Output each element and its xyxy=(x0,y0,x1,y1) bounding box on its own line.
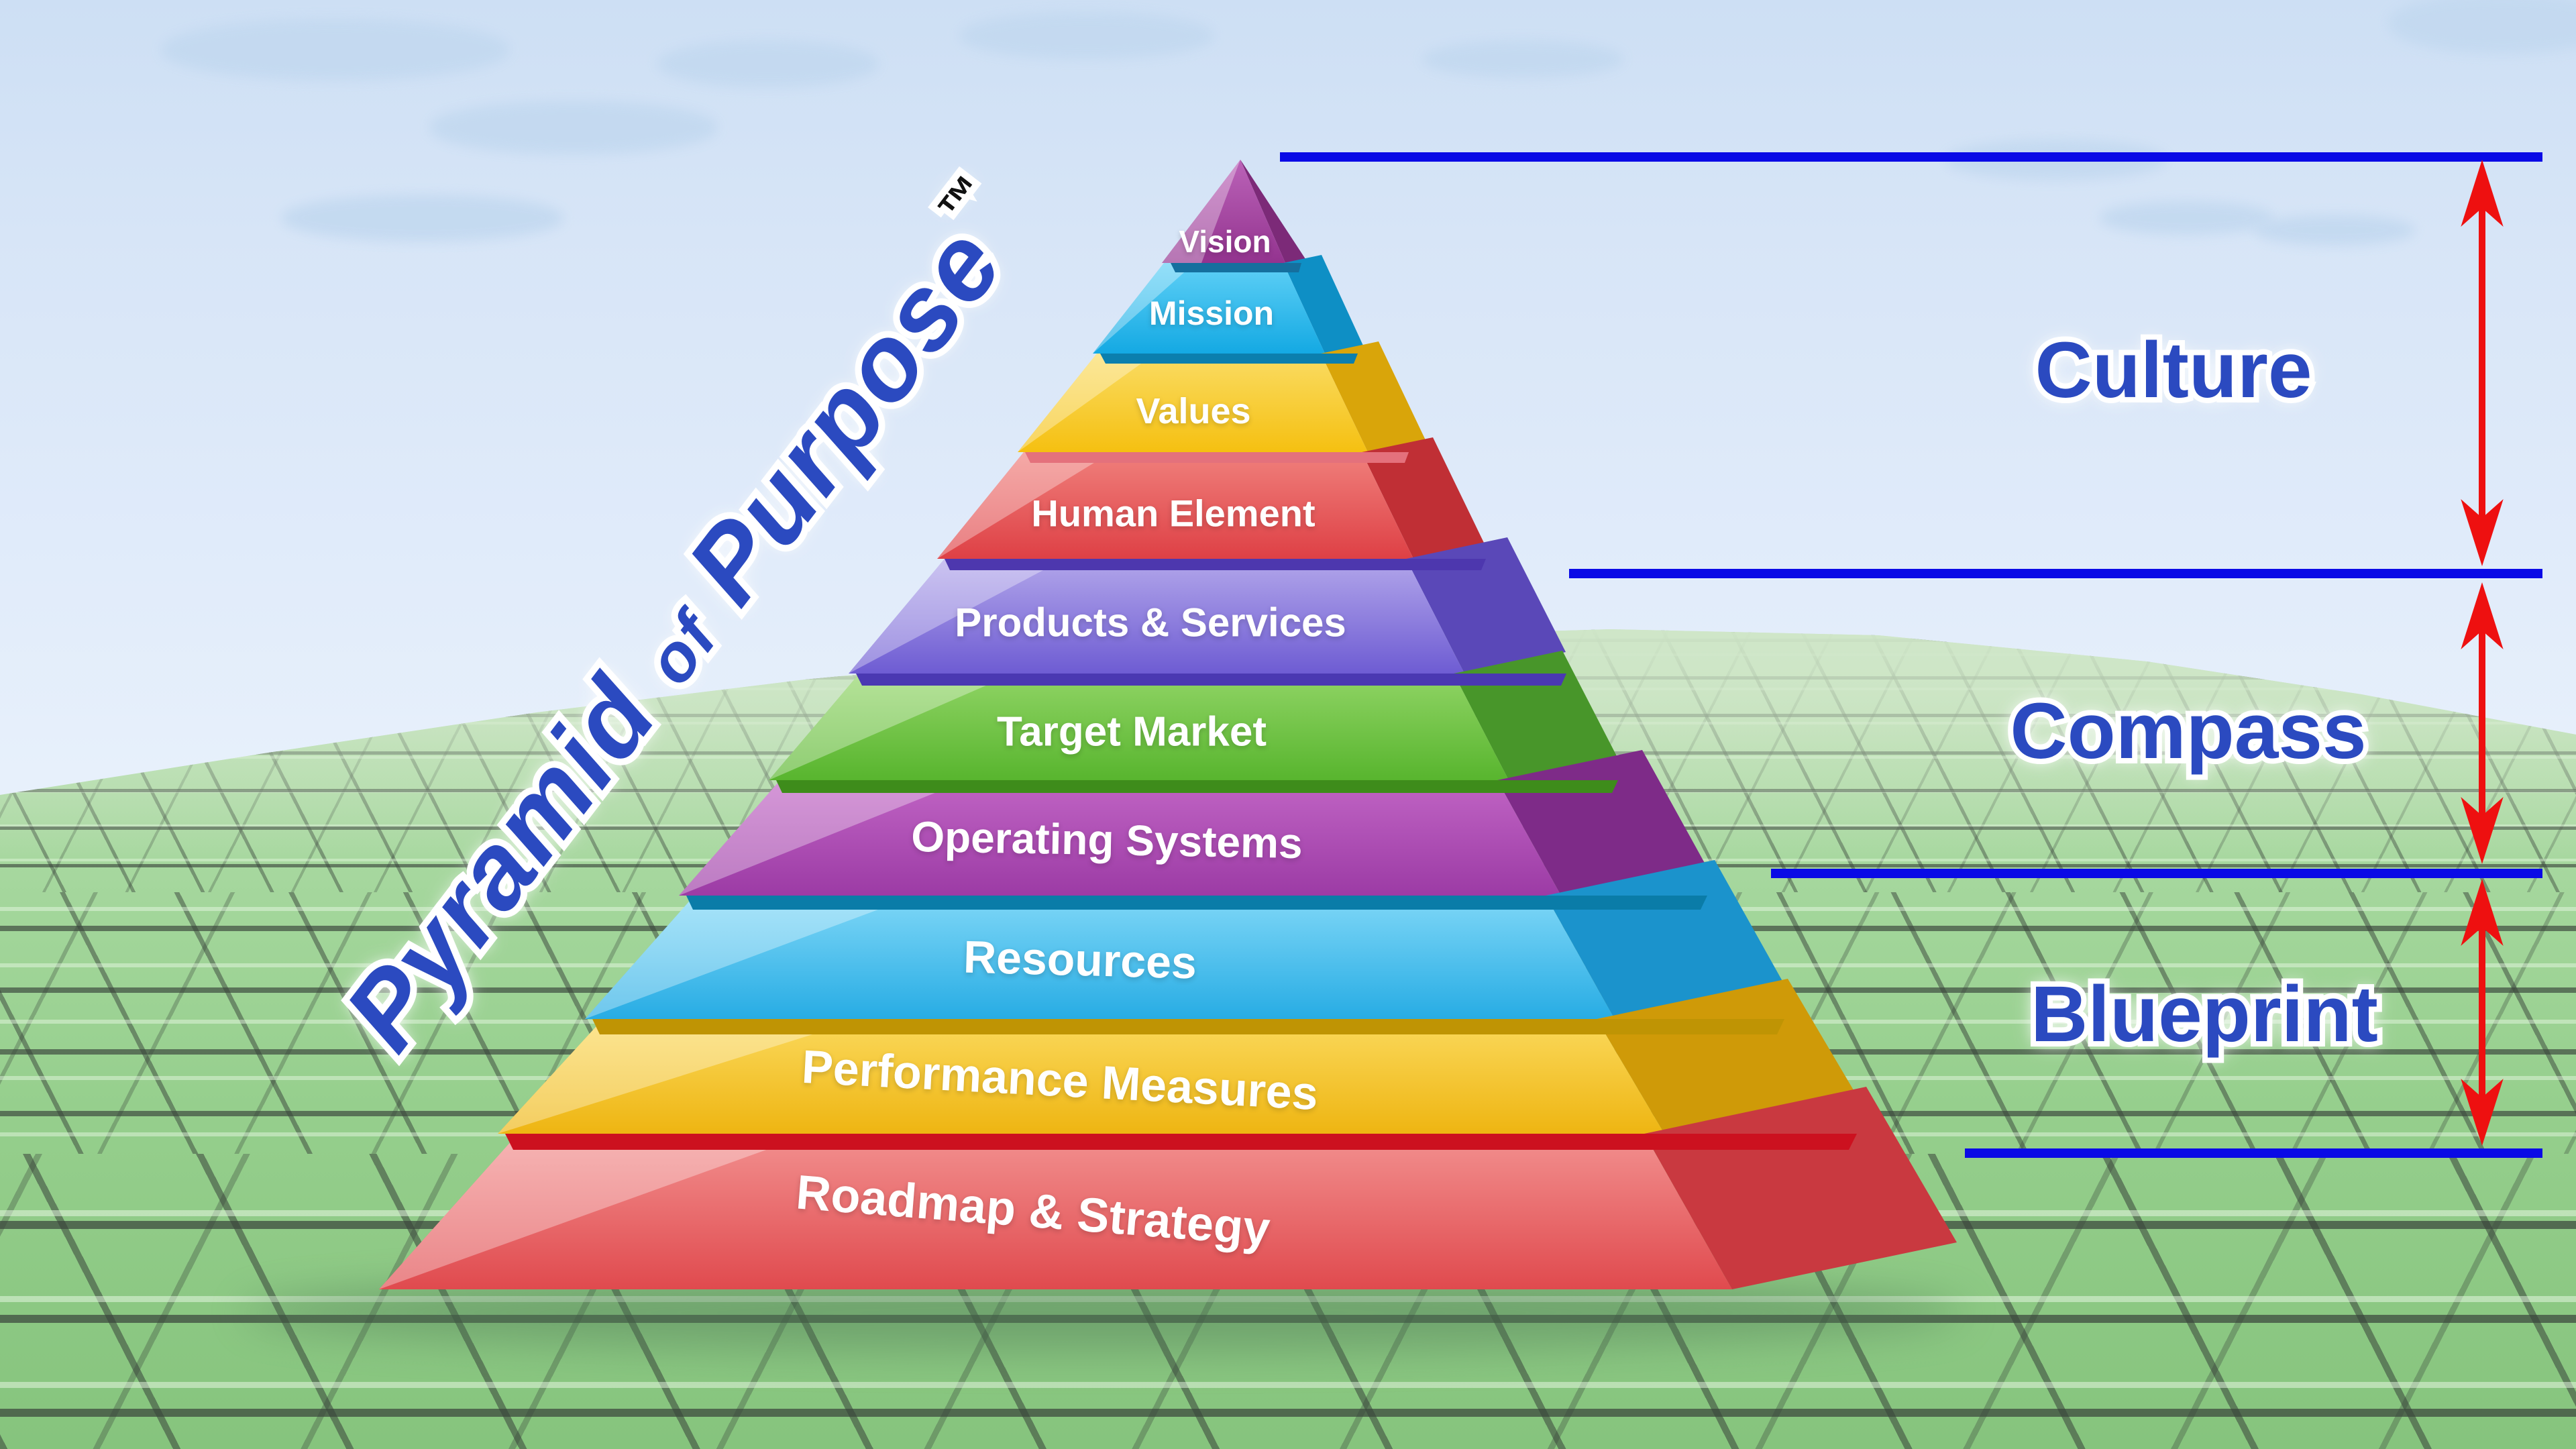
cloud xyxy=(282,195,564,241)
layer-label-resources: Resources xyxy=(963,931,1197,989)
section-label-halo: Compass xyxy=(2004,682,2371,781)
layer-label-products-services: Products & Services xyxy=(955,600,1346,645)
layer-label-operating-systems: Operating Systems xyxy=(910,812,1303,868)
section-label-culture: Culture Culture xyxy=(2030,321,2318,420)
arrow-shaft-culture xyxy=(2479,207,2485,519)
cloud xyxy=(2388,0,2576,54)
layer-label-vision: Vision xyxy=(1179,224,1271,259)
section-label-halo: Blueprint xyxy=(2025,965,2383,1064)
bracket-line-bottom xyxy=(1965,1148,2542,1158)
bracket-line-top xyxy=(1280,152,2542,162)
layer-label-values: Values xyxy=(1136,391,1251,431)
section-label-compass: Compass Compass xyxy=(2004,682,2371,781)
cloud xyxy=(2100,201,2274,235)
cloud xyxy=(657,40,879,87)
section-label-halo: Culture xyxy=(2030,321,2318,420)
cloud xyxy=(1422,40,1623,78)
section-label-blueprint: Blueprint Blueprint xyxy=(2025,965,2383,1064)
cloud xyxy=(959,12,1214,59)
cloud xyxy=(161,19,510,80)
cloud xyxy=(429,101,718,154)
layer-label-human-element: Human Element xyxy=(1031,492,1316,535)
layer-label-mission: Mission xyxy=(1148,294,1275,332)
bracket-line-compass-blueprint xyxy=(1771,869,2542,878)
arrow-shaft-compass xyxy=(2479,629,2485,817)
layer-label-target-market: Target Market xyxy=(997,708,1267,755)
cloud xyxy=(2254,215,2415,246)
arrow-shaft-blueprint xyxy=(2479,926,2485,1099)
bracket-line-culture-compass xyxy=(1569,569,2542,578)
